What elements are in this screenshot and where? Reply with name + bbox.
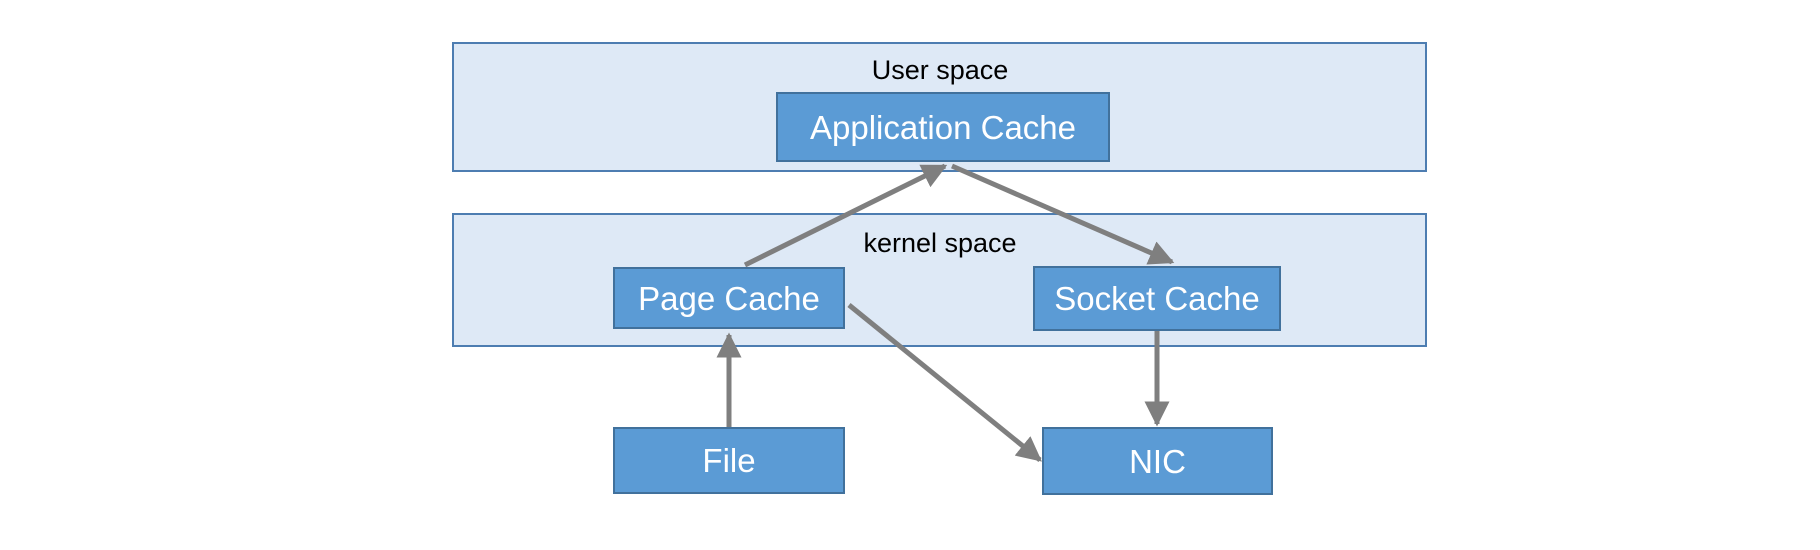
panel-label-user-space: User space [871,55,1009,85]
node-label-socket-cache: Socket Cache [1054,280,1260,317]
node-label-page-cache: Page Cache [638,279,820,317]
node-socket-cache[interactable]: Socket Cache [1033,266,1281,331]
node-application-cache[interactable]: Application Cache [776,92,1110,162]
node-nic[interactable]: NIC [1042,427,1273,495]
node-page-cache[interactable]: Page Cache [613,267,845,329]
node-label-file: File [702,442,756,479]
node-file[interactable]: File [613,427,845,494]
node-label-application-cache: Application Cache [810,108,1076,146]
node-label-nic: NIC [1129,442,1186,480]
panel-label-kernel-space: kernel space [863,228,1017,258]
